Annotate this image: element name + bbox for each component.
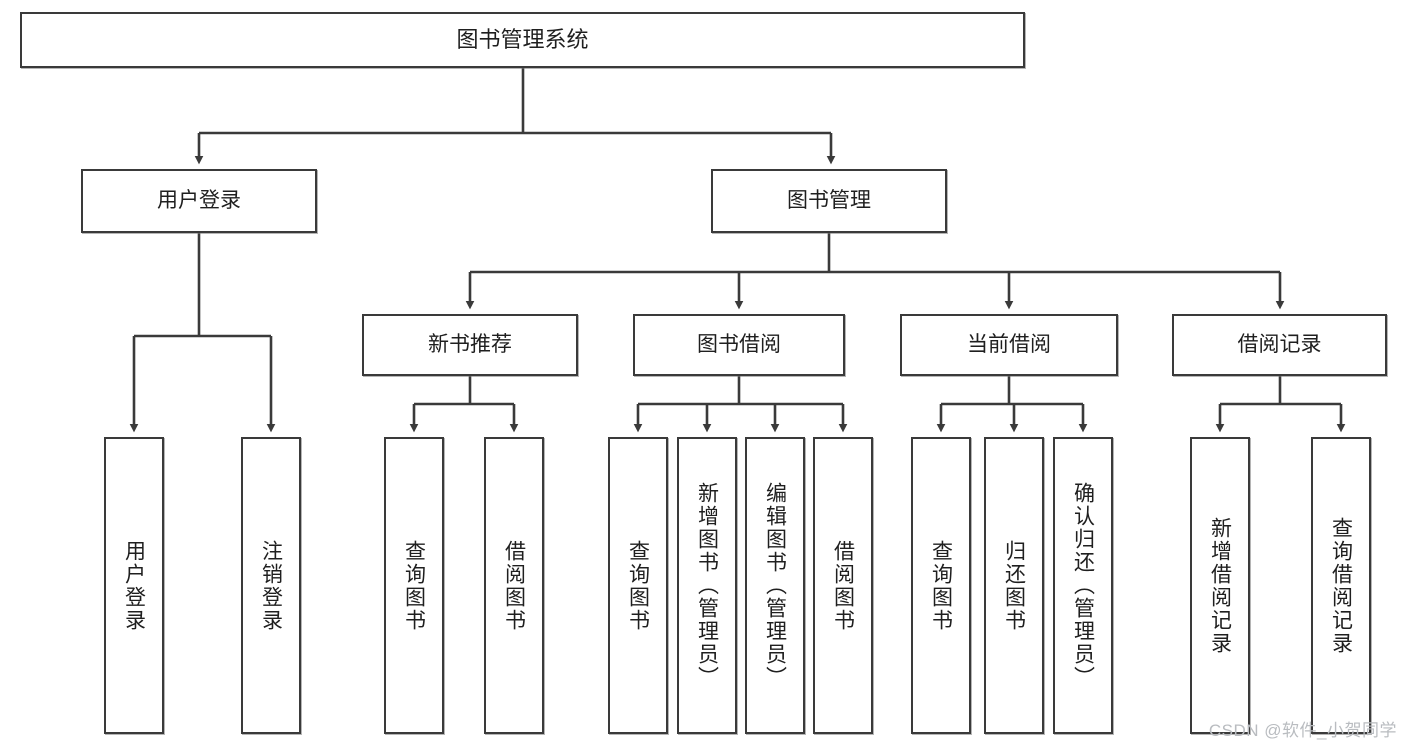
leaf-logout[interactable]: 注销登录	[241, 437, 301, 734]
node-label: 新书推荐	[428, 332, 512, 356]
node-book-management[interactable]: 图书管理	[711, 169, 947, 233]
node-current-borrow[interactable]: 当前借阅	[900, 314, 1118, 376]
node-new-book-recommend[interactable]: 新书推荐	[362, 314, 578, 376]
node-borrow-record[interactable]: 借阅记录	[1172, 314, 1387, 376]
node-label: 编辑图书（管理员）	[763, 482, 787, 689]
leaf-borrow-book[interactable]: 借阅图书	[813, 437, 873, 734]
node-label: 查询图书	[626, 539, 650, 632]
node-label: 图书管理系统	[456, 27, 589, 53]
node-label: 借阅记录	[1237, 332, 1322, 356]
node-label: 确认归还（管理员）	[1071, 482, 1095, 689]
leaf-query-book-borrow[interactable]: 查询图书	[608, 437, 668, 734]
leaf-user-login[interactable]: 用户登录	[104, 437, 164, 734]
node-label: 查询图书	[929, 539, 953, 632]
node-user-login[interactable]: 用户登录	[81, 169, 317, 233]
node-label: 用户登录	[122, 539, 146, 632]
leaf-borrow-book-newbook[interactable]: 借阅图书	[484, 437, 544, 734]
node-label: 查询借阅记录	[1329, 516, 1353, 655]
leaf-confirm-return-admin[interactable]: 确认归还（管理员）	[1053, 437, 1113, 734]
node-book-borrow[interactable]: 图书借阅	[633, 314, 845, 376]
node-label: 图书借阅	[697, 332, 781, 356]
node-label: 查询图书	[402, 539, 426, 632]
node-label: 归还图书	[1002, 539, 1026, 632]
node-label: 注销登录	[259, 539, 283, 632]
node-label: 借阅图书	[831, 539, 855, 632]
leaf-return-book[interactable]: 归还图书	[984, 437, 1044, 734]
node-label: 当前借阅	[967, 332, 1051, 356]
node-root-book-management-system[interactable]: 图书管理系统	[20, 12, 1025, 68]
node-label: 借阅图书	[502, 539, 526, 632]
leaf-query-book-newbook[interactable]: 查询图书	[384, 437, 444, 734]
node-label: 用户登录	[157, 188, 241, 212]
leaf-add-borrow-record[interactable]: 新增借阅记录	[1190, 437, 1250, 734]
leaf-query-book-current[interactable]: 查询图书	[911, 437, 971, 734]
leaf-query-borrow-record[interactable]: 查询借阅记录	[1311, 437, 1371, 734]
node-label: 图书管理	[787, 188, 871, 212]
leaf-edit-book-admin[interactable]: 编辑图书（管理员）	[745, 437, 805, 734]
node-label: 新增借阅记录	[1208, 516, 1232, 655]
node-label: 新增图书（管理员）	[695, 482, 719, 689]
leaf-add-book-admin[interactable]: 新增图书（管理员）	[677, 437, 737, 734]
